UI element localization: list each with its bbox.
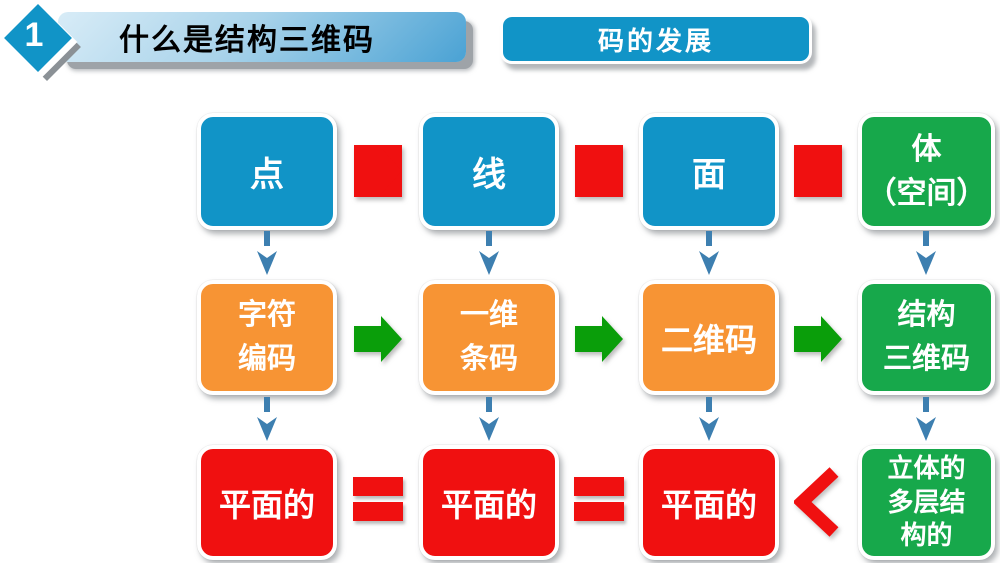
box-structural-3d-code: 结构 三维码 [858, 280, 995, 395]
right-arrow-icon [794, 316, 842, 362]
right-arrow-icon [794, 145, 842, 197]
slide-title: 什么是结构三维码 [119, 24, 375, 57]
down-arrow-icon [916, 231, 936, 275]
box-planar-3: 平面的 [639, 445, 779, 560]
title-banner: 什么是结构三维码 [58, 12, 466, 62]
down-arrow-icon [257, 231, 277, 275]
down-arrow-icon [479, 231, 499, 275]
box-volume-space: 体 （空间） [858, 113, 995, 230]
less-than-symbol [794, 467, 839, 537]
equals-bar [353, 477, 403, 496]
box-surface: 面 [639, 113, 779, 230]
box-2d-code: 二维码 [639, 280, 779, 395]
box-multilayer-3d: 立体的 多层结构的 [858, 445, 995, 560]
section-number-badge: 1 [0, 0, 84, 84]
right-arrow-icon [354, 316, 402, 362]
right-arrow-icon [354, 145, 402, 197]
equals-bar [574, 477, 624, 496]
box-line: 线 [419, 113, 559, 230]
equals-bar [353, 502, 403, 521]
box-char-encoding: 字符 编码 [197, 280, 337, 395]
equals-symbol [574, 477, 624, 521]
box-1d-barcode: 一维 条码 [419, 280, 559, 395]
section-number: 1 [24, 15, 44, 54]
down-arrow-icon [699, 231, 719, 275]
right-arrow-icon [575, 316, 623, 362]
down-arrow-icon [916, 397, 936, 441]
box-planar-1: 平面的 [197, 445, 337, 560]
topic-tag: 码的发展 [500, 14, 812, 64]
equals-bar [574, 502, 624, 521]
topic-tag-label: 码的发展 [597, 25, 714, 56]
down-arrow-icon [479, 397, 499, 441]
box-point: 点 [197, 113, 337, 230]
down-arrow-icon [257, 397, 277, 441]
box-planar-2: 平面的 [419, 445, 559, 560]
right-arrow-icon [575, 145, 623, 197]
equals-symbol [353, 477, 403, 521]
down-arrow-icon [699, 397, 719, 441]
